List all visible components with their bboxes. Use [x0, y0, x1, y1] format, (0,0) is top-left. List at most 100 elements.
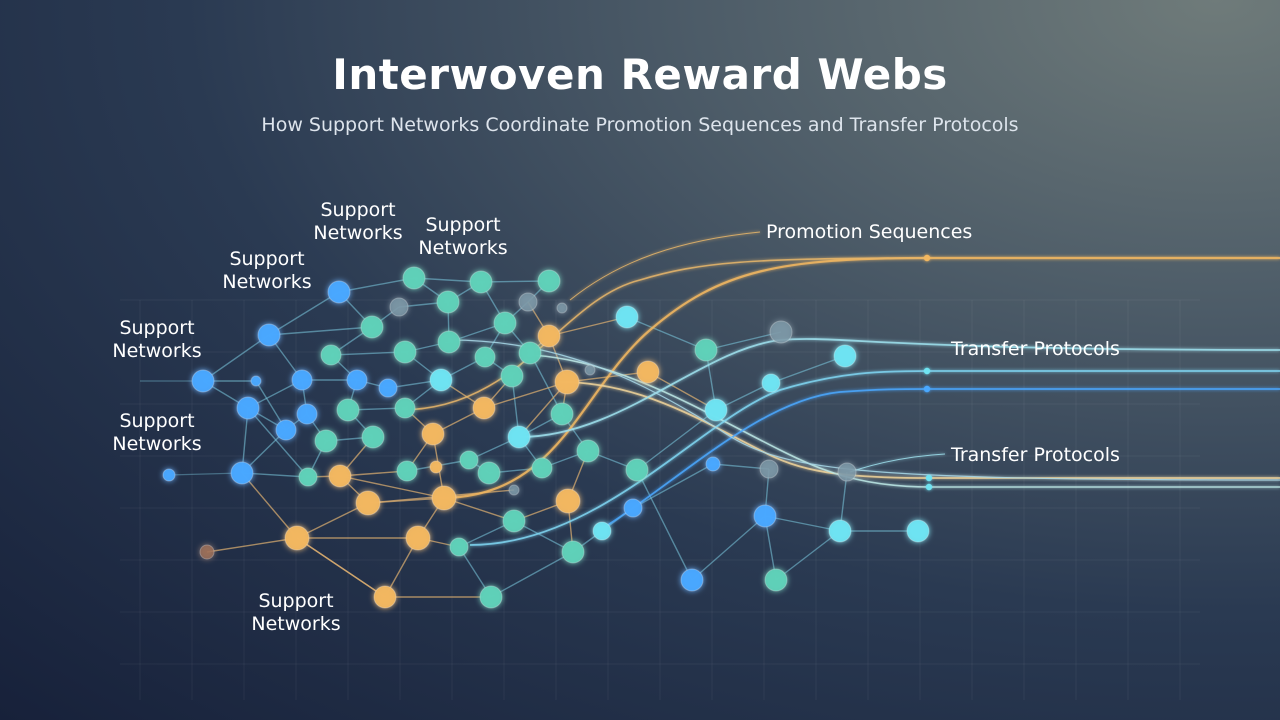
- network-node: [556, 302, 568, 314]
- label-transfer-2: Transfer Protocols: [950, 444, 1120, 466]
- network-node: [429, 368, 453, 392]
- network-node: [236, 396, 260, 420]
- network-edge: [268, 291, 340, 336]
- network-node: [405, 525, 431, 551]
- network-node: [250, 375, 262, 387]
- network-node: [761, 373, 781, 393]
- network-node: [191, 369, 215, 393]
- network-node: [230, 461, 254, 485]
- network-nodes: [162, 266, 930, 609]
- network-edge: [691, 515, 766, 581]
- network-node: [704, 398, 728, 422]
- network-node: [378, 378, 398, 398]
- network-edge: [168, 472, 243, 476]
- network-node: [477, 461, 501, 485]
- network-node: [469, 270, 493, 294]
- network-node: [694, 338, 718, 362]
- flow-curves: [399, 231, 1280, 546]
- flow-curve: [469, 370, 1280, 546]
- flow-curve: [399, 257, 931, 411]
- network-node: [396, 460, 418, 482]
- flow-curve: [569, 231, 761, 301]
- network-node: [576, 439, 600, 463]
- network-node: [355, 490, 381, 516]
- network-edge: [775, 530, 841, 581]
- network-edge: [206, 537, 298, 553]
- flow-curve: [439, 256, 1280, 500]
- network-edge: [632, 463, 714, 509]
- network-edge: [202, 334, 270, 382]
- network-node: [764, 568, 788, 592]
- network-node: [623, 498, 643, 518]
- network-node: [507, 425, 531, 449]
- network-node: [449, 537, 469, 557]
- network-edge: [296, 537, 386, 598]
- network-node: [373, 585, 397, 609]
- network-edge: [296, 502, 369, 539]
- network-edge: [247, 407, 309, 478]
- network-edge: [636, 469, 693, 581]
- network-node: [502, 509, 526, 533]
- network-node: [518, 341, 542, 365]
- network-node: [555, 488, 581, 514]
- network-node: [474, 346, 496, 368]
- network-node: [346, 369, 368, 391]
- network-node: [437, 330, 461, 354]
- network-node: [705, 456, 721, 472]
- network-edge: [483, 381, 568, 409]
- network-node: [615, 305, 639, 329]
- network-node: [479, 585, 503, 609]
- network-edge: [338, 277, 415, 293]
- network-node: [500, 364, 524, 388]
- network-edge: [548, 316, 628, 337]
- network-node: [537, 324, 561, 348]
- network-node: [584, 364, 596, 376]
- network-node: [314, 429, 338, 453]
- network-node: [257, 323, 281, 347]
- network-node: [625, 458, 649, 482]
- network-node: [327, 280, 351, 304]
- flow-curve: [849, 453, 946, 473]
- network-node: [759, 459, 779, 479]
- flow-curve: [559, 381, 1280, 479]
- network-edge: [490, 551, 574, 598]
- network-node: [328, 464, 352, 488]
- network-edge: [636, 409, 717, 471]
- network-node: [320, 344, 342, 366]
- flow-endpoint: [925, 474, 933, 482]
- network-node: [508, 484, 520, 496]
- network-node: [592, 521, 612, 541]
- network-node: [429, 460, 443, 474]
- network-edge: [241, 472, 298, 539]
- network-node: [436, 290, 460, 314]
- flow-endpoint: [925, 483, 933, 491]
- flow-endpoint: [923, 254, 931, 262]
- flow-curve: [449, 339, 1280, 481]
- network-node: [493, 311, 517, 335]
- network-node: [537, 269, 561, 293]
- network-node: [275, 419, 297, 441]
- network-edge: [770, 355, 846, 384]
- network-node: [393, 340, 417, 364]
- network-node: [394, 397, 416, 419]
- network-node: [296, 403, 318, 425]
- flow-endpoint: [923, 367, 931, 375]
- network-node: [336, 398, 360, 422]
- network-node: [199, 544, 215, 560]
- network-node: [298, 467, 318, 487]
- network-node: [284, 525, 310, 551]
- network-node: [769, 320, 793, 344]
- network-node: [389, 297, 409, 317]
- network-node: [361, 425, 385, 449]
- network-node: [828, 519, 852, 543]
- network-node: [402, 266, 426, 290]
- network-node: [753, 504, 777, 528]
- network-node: [636, 360, 660, 384]
- network-node: [833, 344, 857, 368]
